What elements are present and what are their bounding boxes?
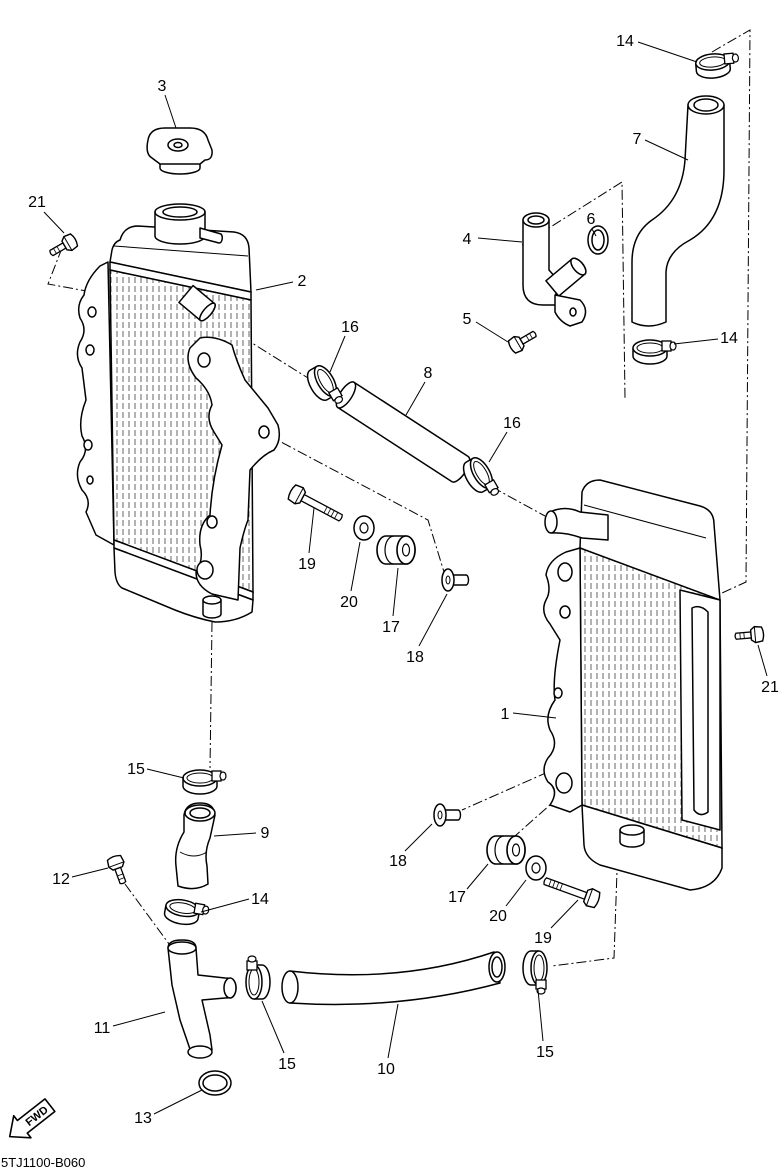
bolt (105, 853, 132, 887)
radiator-right (543, 479, 723, 891)
collar (441, 568, 470, 592)
callout-14: 14 (616, 33, 634, 50)
hose-upper-s-bend (631, 95, 725, 327)
callout-15: 15 (278, 1056, 296, 1073)
callout-19: 19 (298, 556, 316, 573)
radiator-left (76, 203, 281, 623)
callout-14: 14 (251, 891, 269, 908)
callout-19: 19 (534, 930, 552, 947)
hose-clamp (632, 339, 677, 365)
callout-1: 1 (501, 706, 510, 723)
callout-10: 10 (377, 1061, 395, 1078)
callout-3: 3 (158, 78, 167, 95)
leader-lines (43, 41, 768, 1115)
bolt (506, 325, 541, 356)
callout-21: 21 (28, 194, 46, 211)
water-pipe-elbow (522, 212, 587, 327)
callout-18: 18 (406, 649, 424, 666)
callout-16: 16 (503, 415, 521, 432)
callout-20: 20 (340, 594, 358, 611)
hose-clamp (162, 896, 211, 930)
callout-9: 9 (261, 825, 270, 842)
o-ring-lower (198, 1070, 232, 1096)
hose-lower-short (174, 802, 216, 890)
hose-clamp (522, 950, 548, 995)
callout-15: 15 (536, 1044, 554, 1061)
grommet (486, 835, 526, 865)
callout-12: 12 (52, 871, 70, 888)
callout-5: 5 (463, 311, 472, 328)
grommet (376, 535, 416, 565)
callout-8: 8 (424, 365, 433, 382)
callout-6: 6 (587, 211, 596, 228)
callout-21: 21 (761, 679, 779, 696)
washer (353, 515, 375, 541)
assembly-lines (47, 29, 751, 967)
hose-clamp (245, 955, 271, 1000)
forward-arrow-icon: FWD (8, 1098, 56, 1139)
hose-connecting-straight (335, 381, 471, 483)
bolt (285, 482, 347, 527)
washer (525, 855, 547, 881)
collar (433, 803, 462, 827)
diagram-code: 5TJ1100-B060 (1, 1155, 85, 1170)
callout-11: 11 (94, 1020, 111, 1037)
bolt (733, 625, 765, 646)
callout-20: 20 (489, 908, 507, 925)
bolt (45, 231, 80, 262)
bolt (540, 871, 603, 910)
callout-14: 14 (720, 330, 738, 347)
callout-16: 16 (341, 319, 359, 336)
o-ring-upper (587, 225, 609, 255)
hose-clamp (182, 769, 227, 795)
callout-labels: 14 7 6 4 5 14 3 21 2 16 8 16 19 20 17 18… (28, 33, 779, 1127)
callout-15: 15 (127, 761, 145, 778)
callout-7: 7 (633, 131, 642, 148)
callout-17: 17 (382, 619, 400, 636)
radiator-cap (146, 127, 213, 175)
callout-2: 2 (298, 273, 307, 290)
y-pipe-joint (167, 939, 237, 1059)
hose-lower-long (281, 951, 506, 1006)
callout-18: 18 (389, 853, 407, 870)
callout-13: 13 (134, 1110, 152, 1127)
hose-clamp (694, 51, 741, 81)
callout-4: 4 (463, 231, 472, 248)
callout-17: 17 (448, 889, 466, 906)
